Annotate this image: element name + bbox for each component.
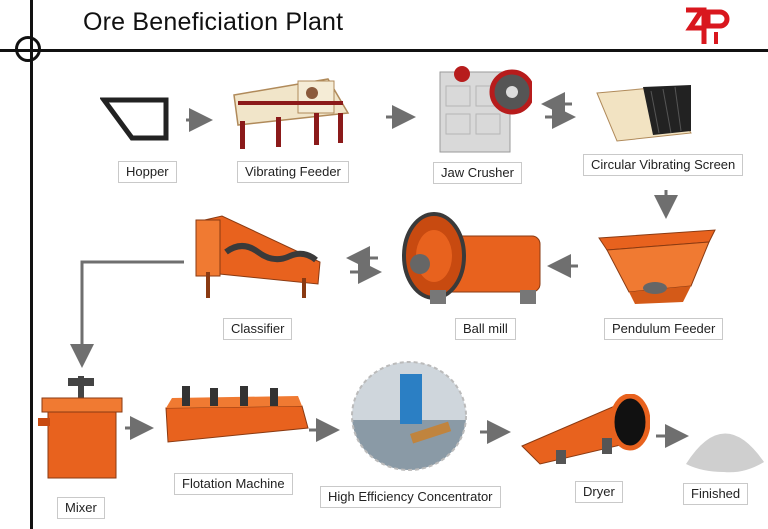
- crosshair-icon: [15, 36, 41, 62]
- circular-vibrating-screen-icon: [596, 85, 692, 142]
- label-high-efficiency-concentrator: High Efficiency Concentrator: [320, 486, 501, 508]
- zp-logo-icon: [685, 7, 730, 44]
- pendulum-feeder-icon: [598, 229, 716, 304]
- label-pendulum-feeder: Pendulum Feeder: [604, 318, 724, 340]
- label-dryer: Dryer: [575, 481, 623, 503]
- finished-product-icon: [686, 433, 764, 473]
- arrow-classifier-mixer: [70, 260, 184, 368]
- label-flotation-machine: Flotation Machine: [174, 473, 293, 495]
- label-vibrating-feeder: Vibrating Feeder: [237, 161, 349, 183]
- label-classifier: Classifier: [223, 318, 293, 340]
- label-mixer: Mixer: [57, 497, 105, 519]
- label-finished: Finished: [683, 483, 749, 505]
- hopper-icon: [100, 97, 169, 141]
- label-jaw-crusher: Jaw Crusher: [433, 162, 522, 184]
- high-efficiency-concentrator-icon: [351, 361, 467, 471]
- header-divider: [0, 49, 768, 52]
- ball-mill-icon: [402, 212, 541, 304]
- mixer-icon: [38, 376, 123, 479]
- classifier-icon: [195, 215, 321, 298]
- dryer-icon: [521, 394, 650, 465]
- page-title: Ore Beneficiation Plant: [83, 8, 344, 36]
- flotation-machine-icon: [165, 386, 309, 443]
- label-hopper: Hopper: [118, 161, 177, 183]
- label-ball-mill: Ball mill: [455, 318, 516, 340]
- left-divider: [30, 0, 33, 529]
- label-circular-vibrating-screen: Circular Vibrating Screen: [583, 154, 744, 176]
- vibrating-feeder-icon: [233, 78, 350, 149]
- jaw-crusher-icon: [439, 66, 532, 153]
